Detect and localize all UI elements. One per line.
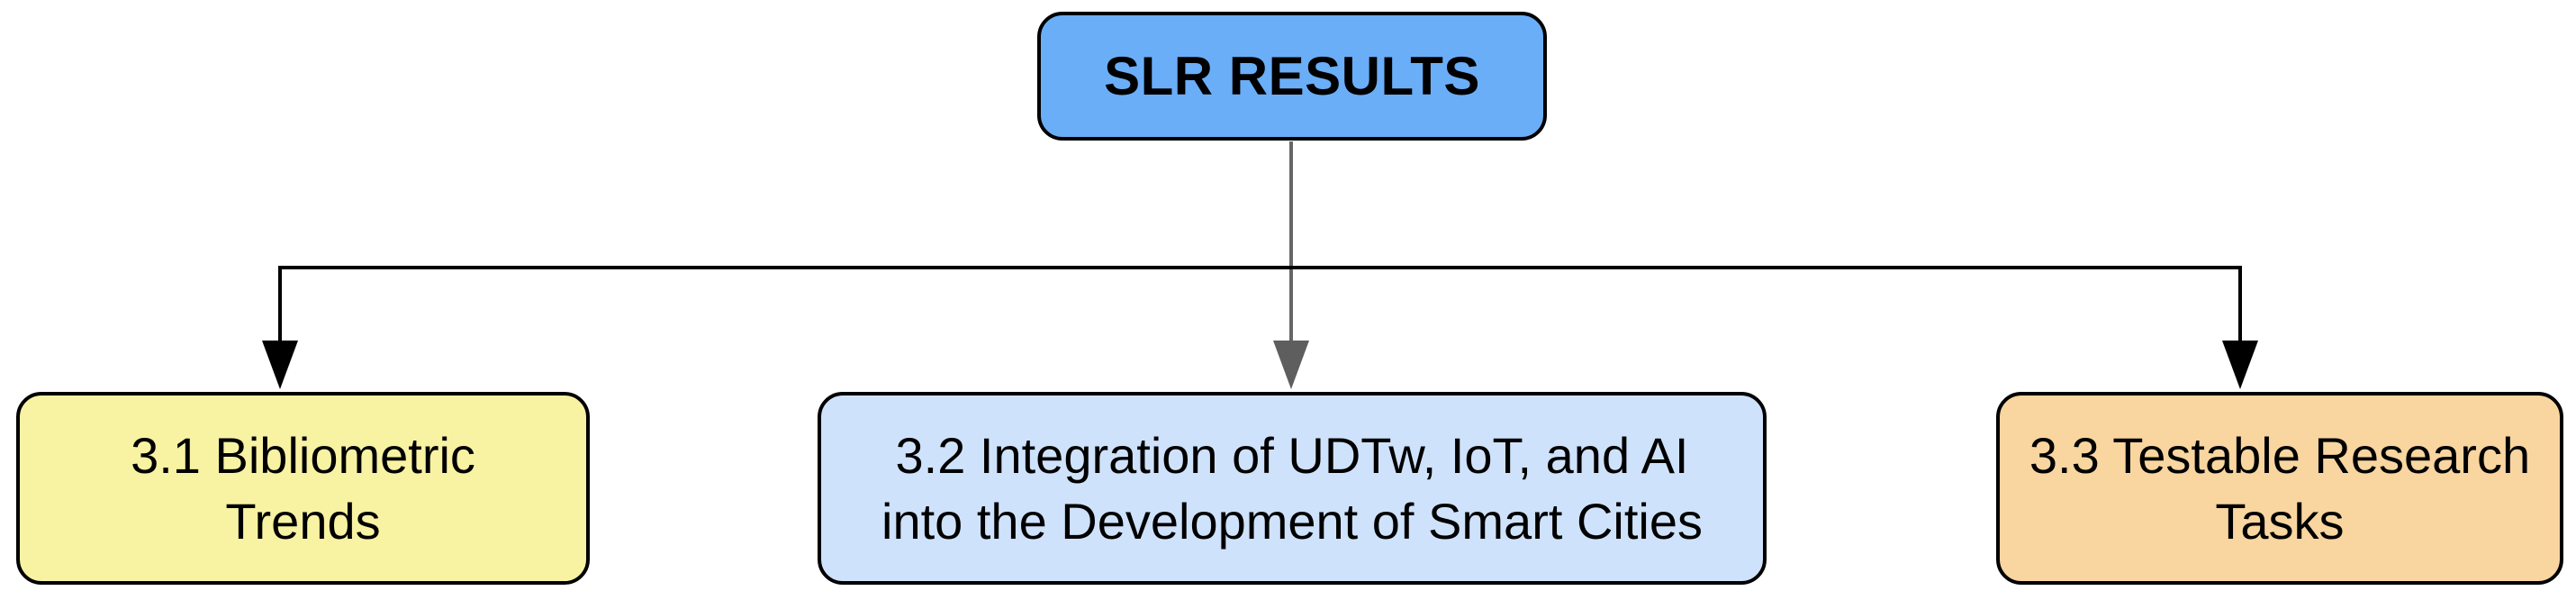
node-label: SLR RESULTS <box>1104 46 1480 106</box>
node-testable-research-tasks: 3.3 Testable Research Tasks <box>1996 392 2563 585</box>
node-label: 3.3 Testable Research Tasks <box>2029 423 2530 554</box>
node-label-line2: Tasks <box>2215 493 2345 550</box>
node-label-line2: Trends <box>225 493 381 550</box>
node-label: 3.2 Integration of UDTw, IoT, and AI int… <box>881 423 1703 554</box>
node-slr-results: SLR RESULTS <box>1037 12 1547 141</box>
node-label-line1: 3.3 Testable Research <box>2029 427 2531 484</box>
node-bibliometric-trends: 3.1 Bibliometric Trends <box>16 392 590 585</box>
down-arrowhead-left-icon <box>262 341 298 389</box>
node-label-line1: 3.2 Integration of UDTw, IoT, and AI <box>895 427 1689 484</box>
node-integration-udtw-iot-ai: 3.2 Integration of UDTw, IoT, and AI int… <box>818 392 1767 585</box>
node-label-line2: into the Development of Smart Cities <box>881 493 1703 550</box>
node-label-line1: 3.1 Bibliometric <box>131 427 475 484</box>
down-arrowhead-middle-icon <box>1273 341 1309 389</box>
node-label: 3.1 Bibliometric Trends <box>131 423 475 554</box>
down-arrowhead-right-icon <box>2222 341 2258 389</box>
